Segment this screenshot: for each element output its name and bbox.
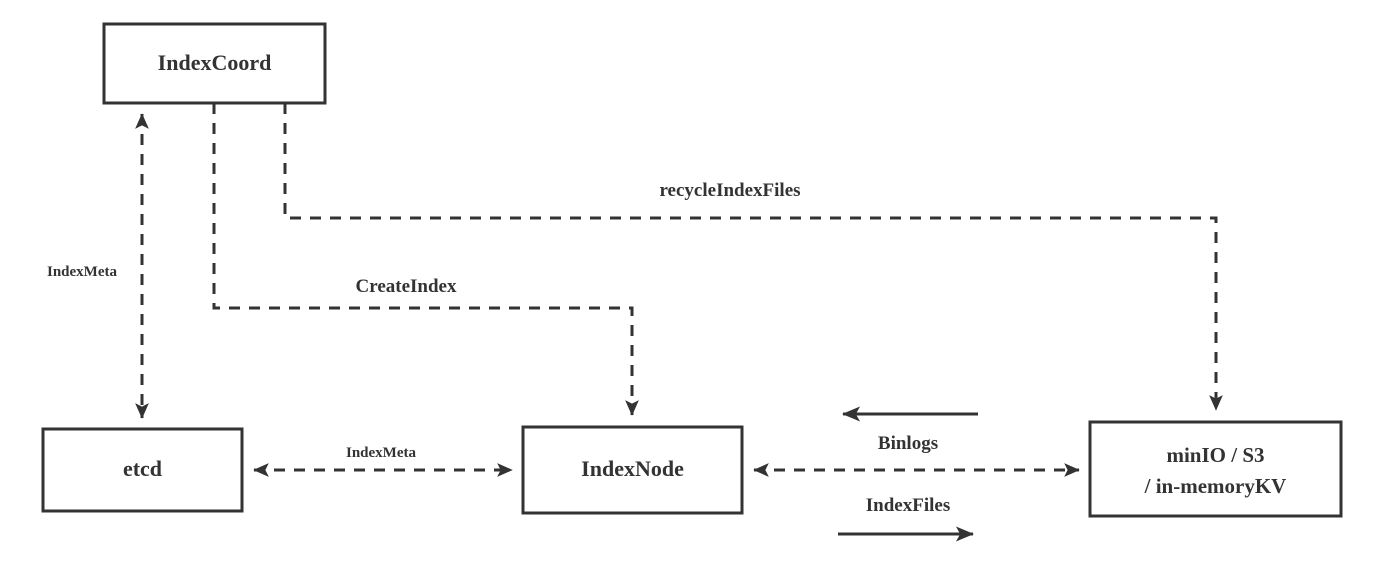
minio-label-line2: / in-memoryKV: [1144, 474, 1287, 498]
node-index-node[interactable]: IndexNode: [521, 425, 744, 515]
edge-indexcoord-indexnode-createindex: [212, 103, 639, 416]
etcd-label: etcd: [123, 456, 162, 481]
edge-label-binlogs: Binlogs: [878, 433, 938, 454]
node-index-coord[interactable]: IndexCoord: [102, 22, 327, 105]
minio-box[interactable]: [1088, 420, 1343, 518]
node-minio[interactable]: minIO / S3 / in-memoryKV: [1088, 420, 1343, 518]
edge-label-recycle-index-files: recycleIndexFiles: [659, 180, 800, 201]
index-coord-box[interactable]: [102, 22, 327, 105]
index-node-label: IndexNode: [581, 456, 684, 481]
edge-label-index-meta-vertical: IndexMeta: [47, 264, 117, 280]
edge-label-create-index: CreateIndex: [356, 276, 457, 297]
edge-label-index-files: IndexFiles: [866, 495, 950, 516]
edge-label-index-meta-horizontal: IndexMeta: [346, 445, 416, 461]
edge-indexcoord-minio-recycleindexfiles: [283, 103, 1223, 411]
index-coord-label: IndexCoord: [158, 50, 272, 75]
minio-label-line1: minIO / S3: [1166, 443, 1264, 467]
etcd-box[interactable]: [41, 427, 244, 513]
node-etcd[interactable]: etcd: [41, 427, 244, 513]
index-node-box[interactable]: [521, 425, 744, 515]
